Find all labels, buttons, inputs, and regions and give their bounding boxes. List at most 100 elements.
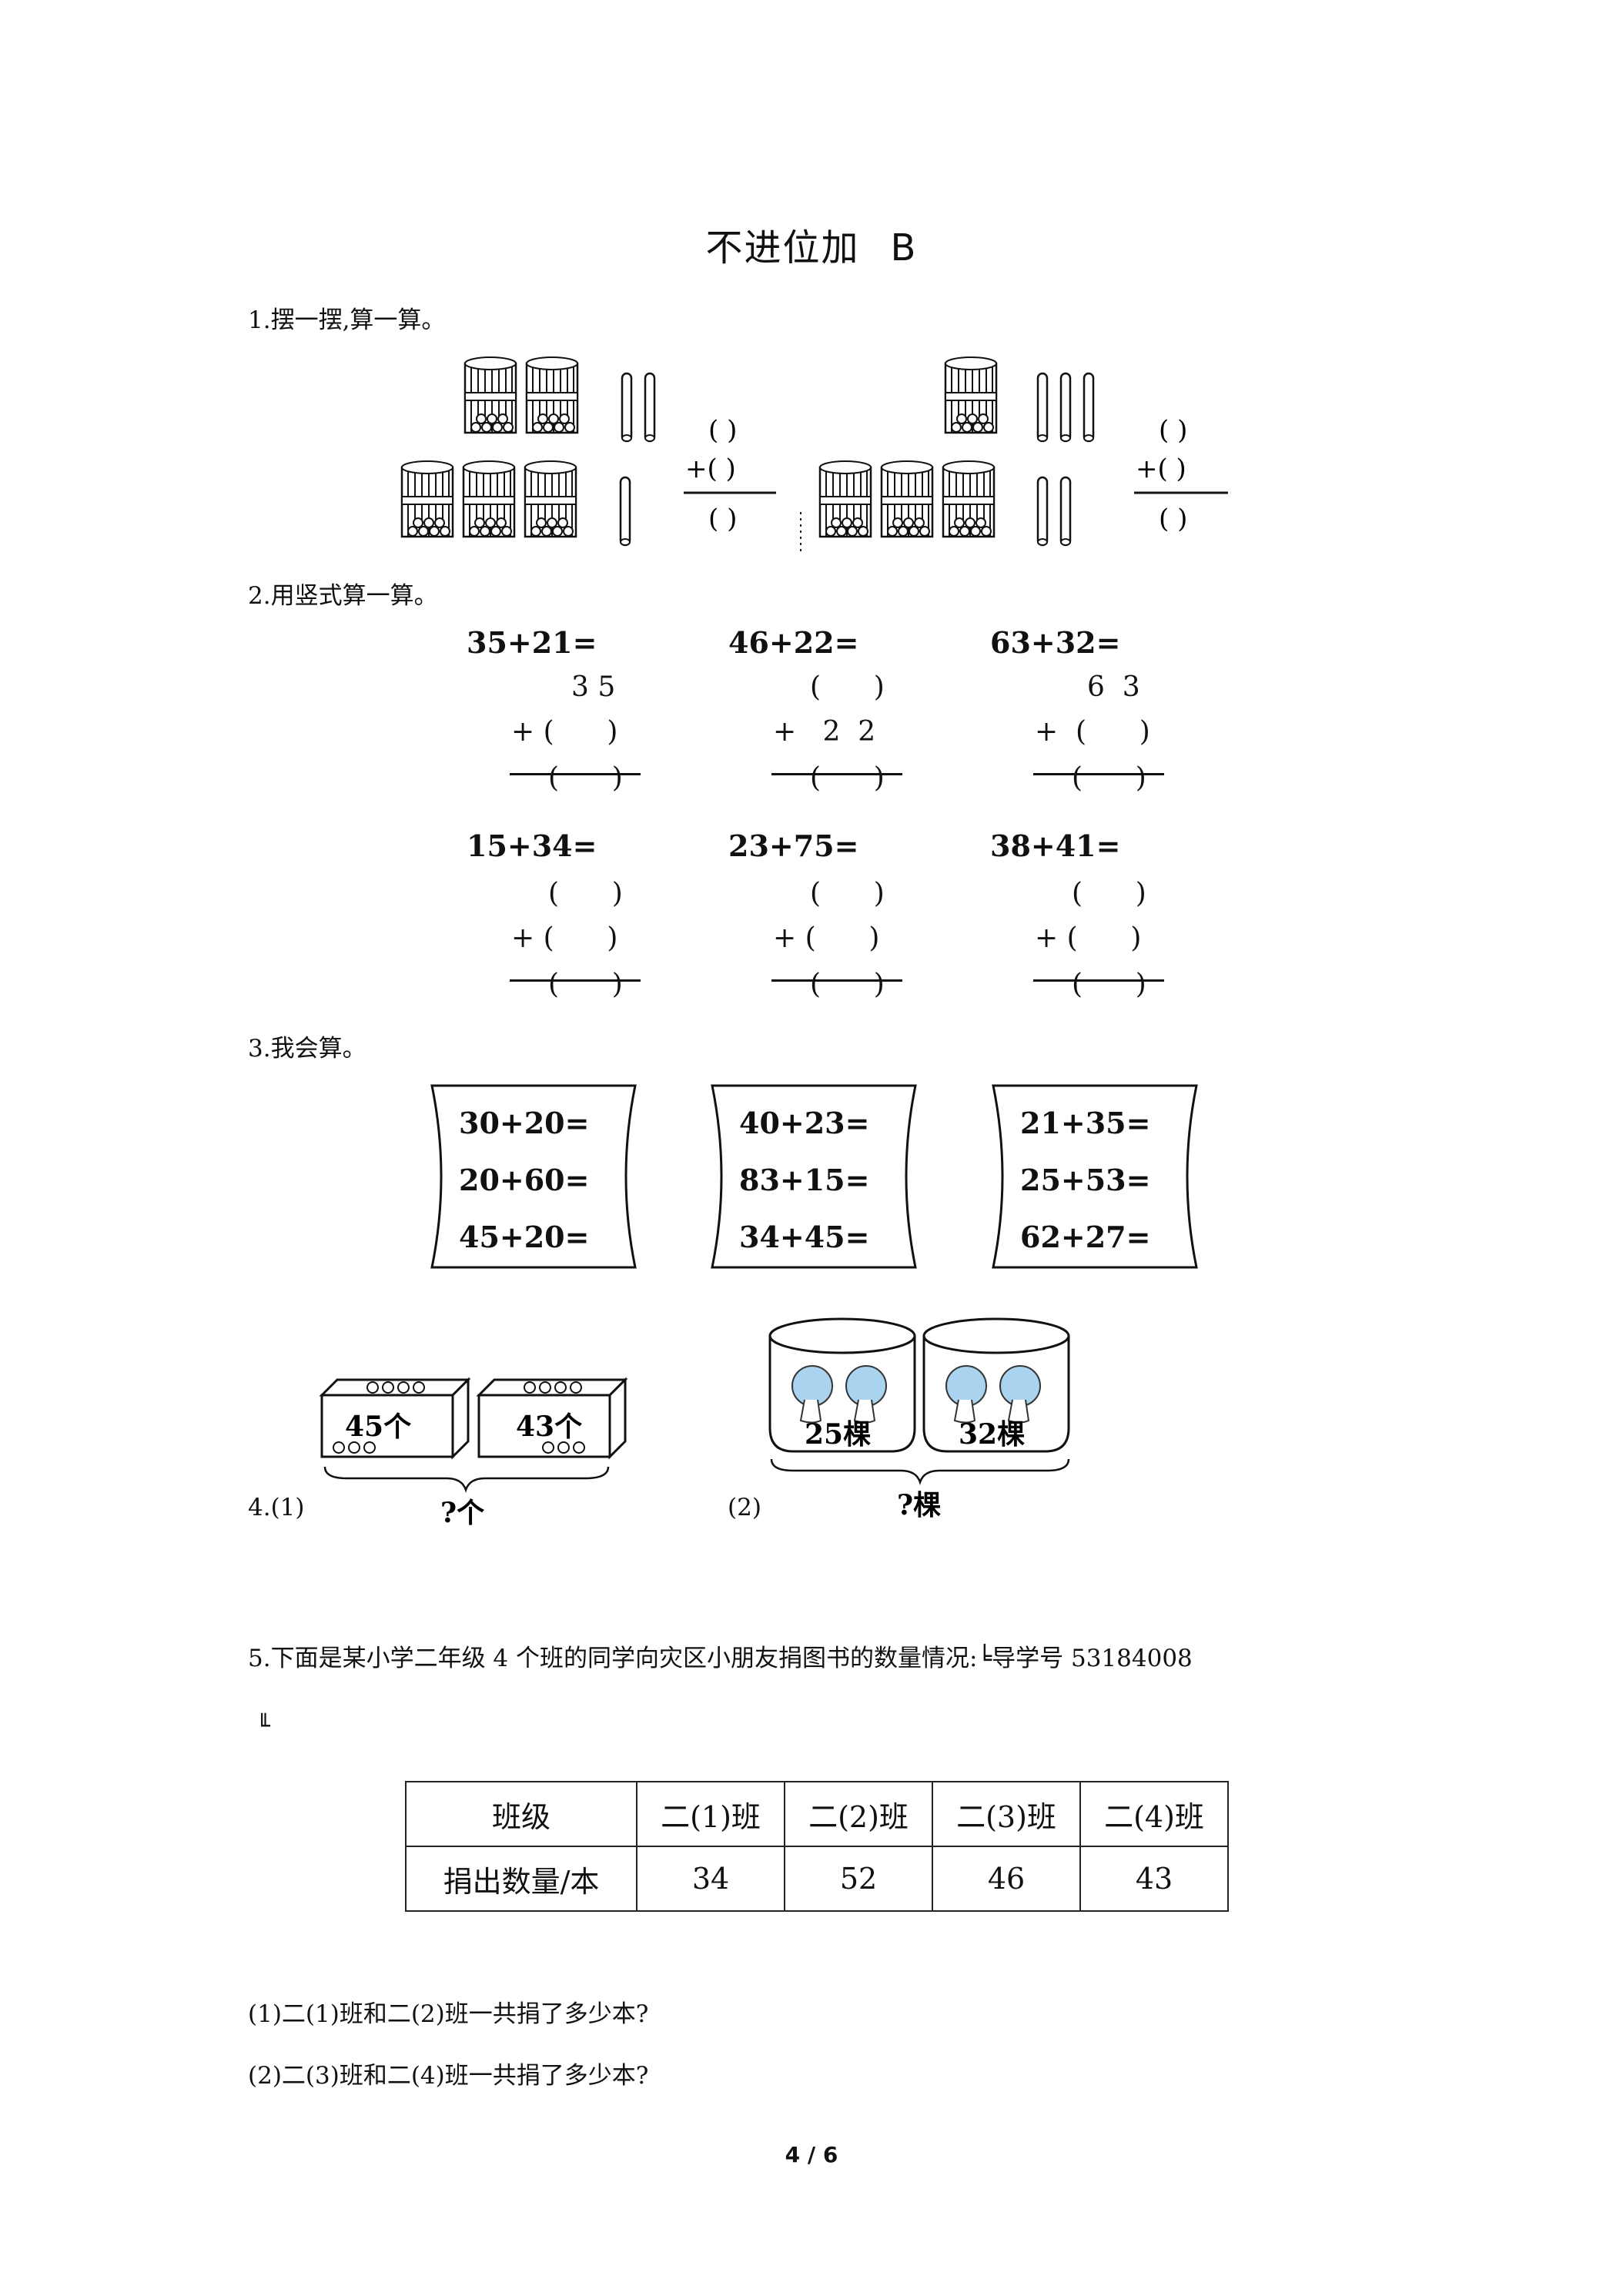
- q4-total1: ?个: [440, 1497, 484, 1529]
- q2-eq-6: 38+41=: [990, 828, 1121, 863]
- stick-icon: [1036, 372, 1049, 443]
- vertical-top: 6 3: [1087, 671, 1140, 703]
- cabbage-icon: [791, 1365, 833, 1424]
- crate-icon: [476, 1377, 628, 1460]
- vertical-mid: + ( ): [773, 922, 880, 954]
- jar-right-label: 32棵: [959, 1418, 1025, 1451]
- vertical-bottom: ( ): [1072, 969, 1146, 1000]
- bundle-icon: [942, 460, 996, 538]
- table-cell: 二(1)班: [636, 1781, 785, 1847]
- q4-label-2: (2): [728, 1494, 761, 1521]
- q3-boxes-frame: [430, 1084, 1198, 1269]
- stick-icon: [1083, 372, 1095, 443]
- page-title: 不进位加 B: [0, 217, 1623, 271]
- bundle-icon: [524, 460, 577, 538]
- q1-paren-bot-right: ( ): [1159, 504, 1187, 534]
- stick-icon: [619, 476, 631, 547]
- vertical-mid: + ( ): [511, 716, 618, 748]
- bundle-icon: [462, 460, 516, 538]
- stick-icon: [644, 372, 656, 443]
- vertical-top: ( ): [548, 878, 623, 909]
- q2-eq-3: 63+32=: [990, 625, 1121, 660]
- title-suffix: B: [890, 226, 918, 269]
- q2-eq-2: 46+22=: [728, 625, 859, 660]
- bundle-icon: [944, 356, 998, 434]
- cabbage-icon: [945, 1365, 987, 1424]
- q2-vertical-6: ( ) + ( ) ( ): [1002, 878, 1164, 1047]
- cabbage-icon: [999, 1365, 1041, 1424]
- q1-paren-top-left: ( ): [708, 415, 737, 446]
- q2-vertical-1: 3 5 + ( ) ( ): [479, 671, 641, 841]
- q5-sub1: (1)二(1)班和二(2)班一共捐了多少本?: [248, 2000, 649, 2028]
- q5-text: 5.下面是某小学二年级 4 个班的同学向灾区小朋友捐图书的数量情况:: [248, 1645, 978, 1672]
- vertical-rule: [1033, 979, 1164, 982]
- vertical-rule: [1033, 773, 1164, 775]
- q1-paren-mid-right: +( ): [1136, 454, 1186, 484]
- vertical-bottom: ( ): [548, 762, 623, 794]
- q5-sub2: (2)二(3)班和二(4)班一共捐了多少本?: [248, 2062, 649, 2090]
- stick-icon: [621, 372, 633, 443]
- table-cell: 班级: [405, 1781, 637, 1847]
- table-cell: 捐出数量/本: [405, 1846, 637, 1912]
- q2-label: 2.用竖式算一算。: [248, 582, 438, 610]
- table-header-row: 班级 二(1)班 二(2)班 二(3)班 二(4)班: [405, 1781, 1229, 1847]
- q2-vertical-3: 6 3 + ( ) ( ): [1002, 671, 1164, 841]
- vertical-bottom: ( ): [548, 969, 623, 1000]
- brace-icon: [323, 1466, 610, 1493]
- vertical-bottom: ( ): [810, 969, 885, 1000]
- crate-icon: [319, 1377, 471, 1460]
- table-cell: 二(4)班: [1079, 1781, 1229, 1847]
- q4-label-1: 4.(1): [248, 1494, 305, 1521]
- brace-icon: [770, 1458, 1070, 1485]
- vertical-mid: + ( ): [1035, 922, 1142, 954]
- bundle-icon: [525, 356, 579, 434]
- q3-box1-eq1: 30+20=: [459, 1106, 590, 1140]
- vertical-top: ( ): [1072, 878, 1146, 909]
- q3-box1-eq2: 20+60=: [459, 1163, 590, 1197]
- q1-paren-mid-left: +( ): [685, 454, 736, 484]
- q2-eq-1: 35+21=: [467, 625, 597, 660]
- q2-vertical-5: ( ) + ( ) ( ): [741, 878, 902, 1047]
- q4-figure: 45个 43个 ?个 25棵 32棵: [319, 1317, 1070, 1529]
- ref-close-mark: ╙: [257, 1713, 270, 1739]
- stick-icon: [1036, 476, 1049, 547]
- stick-icon: [1059, 476, 1072, 547]
- crate-left-label: 45个: [345, 1411, 411, 1443]
- vertical-top: 3 5: [571, 671, 616, 703]
- vertical-mid: + ( ): [511, 922, 618, 954]
- q2-eq-5: 23+75=: [728, 828, 859, 863]
- q3-box3-eq2: 25+53=: [1020, 1163, 1151, 1197]
- q2-vertical-2: ( ) + 2 2 ( ): [741, 671, 902, 841]
- q3-box3-eq1: 21+35=: [1020, 1106, 1151, 1140]
- bundle-icon: [818, 460, 872, 538]
- ref-number: 导学号 53184008: [992, 1645, 1193, 1672]
- vertical-bottom: ( ): [1072, 762, 1146, 794]
- vertical-rule: [510, 979, 641, 982]
- bundle-icon: [880, 460, 934, 538]
- cabbage-icon: [845, 1365, 887, 1424]
- vertical-top: ( ): [810, 671, 885, 703]
- table-cell: 二(3)班: [932, 1781, 1081, 1847]
- q1-figure: ( ) +( ) ( ) ( ) +( ) ( ): [400, 356, 1228, 554]
- q1-paren-bot-left: ( ): [708, 504, 737, 534]
- q1-paren-top-right: ( ): [1159, 415, 1187, 446]
- vertical-bottom: ( ): [810, 762, 885, 794]
- q3-box2-eq1: 40+23=: [739, 1106, 870, 1140]
- table-cell: 二(2)班: [784, 1781, 933, 1847]
- table-cell: 52: [784, 1846, 933, 1912]
- q3-box1-eq3: 45+20=: [459, 1220, 590, 1254]
- page-number: 4 / 6: [785, 2142, 838, 2167]
- q3-box3-eq3: 62+27=: [1020, 1220, 1151, 1254]
- q2-vertical-4: ( ) + ( ) ( ): [479, 878, 641, 1047]
- vertical-rule: [510, 773, 641, 775]
- q4-total2: ?棵: [897, 1489, 941, 1521]
- crate-right-label: 43个: [516, 1411, 582, 1443]
- vertical-mid: + ( ): [1035, 716, 1150, 748]
- q3-label: 3.我会算。: [248, 1035, 366, 1063]
- vertical-rule: [771, 979, 902, 982]
- q2-eq-4: 15+34=: [467, 828, 597, 863]
- title-text: 不进位加: [705, 226, 860, 269]
- vertical-mid: + 2 2: [773, 716, 876, 748]
- vertical-top: ( ): [810, 878, 885, 909]
- bundle-icon: [400, 460, 454, 538]
